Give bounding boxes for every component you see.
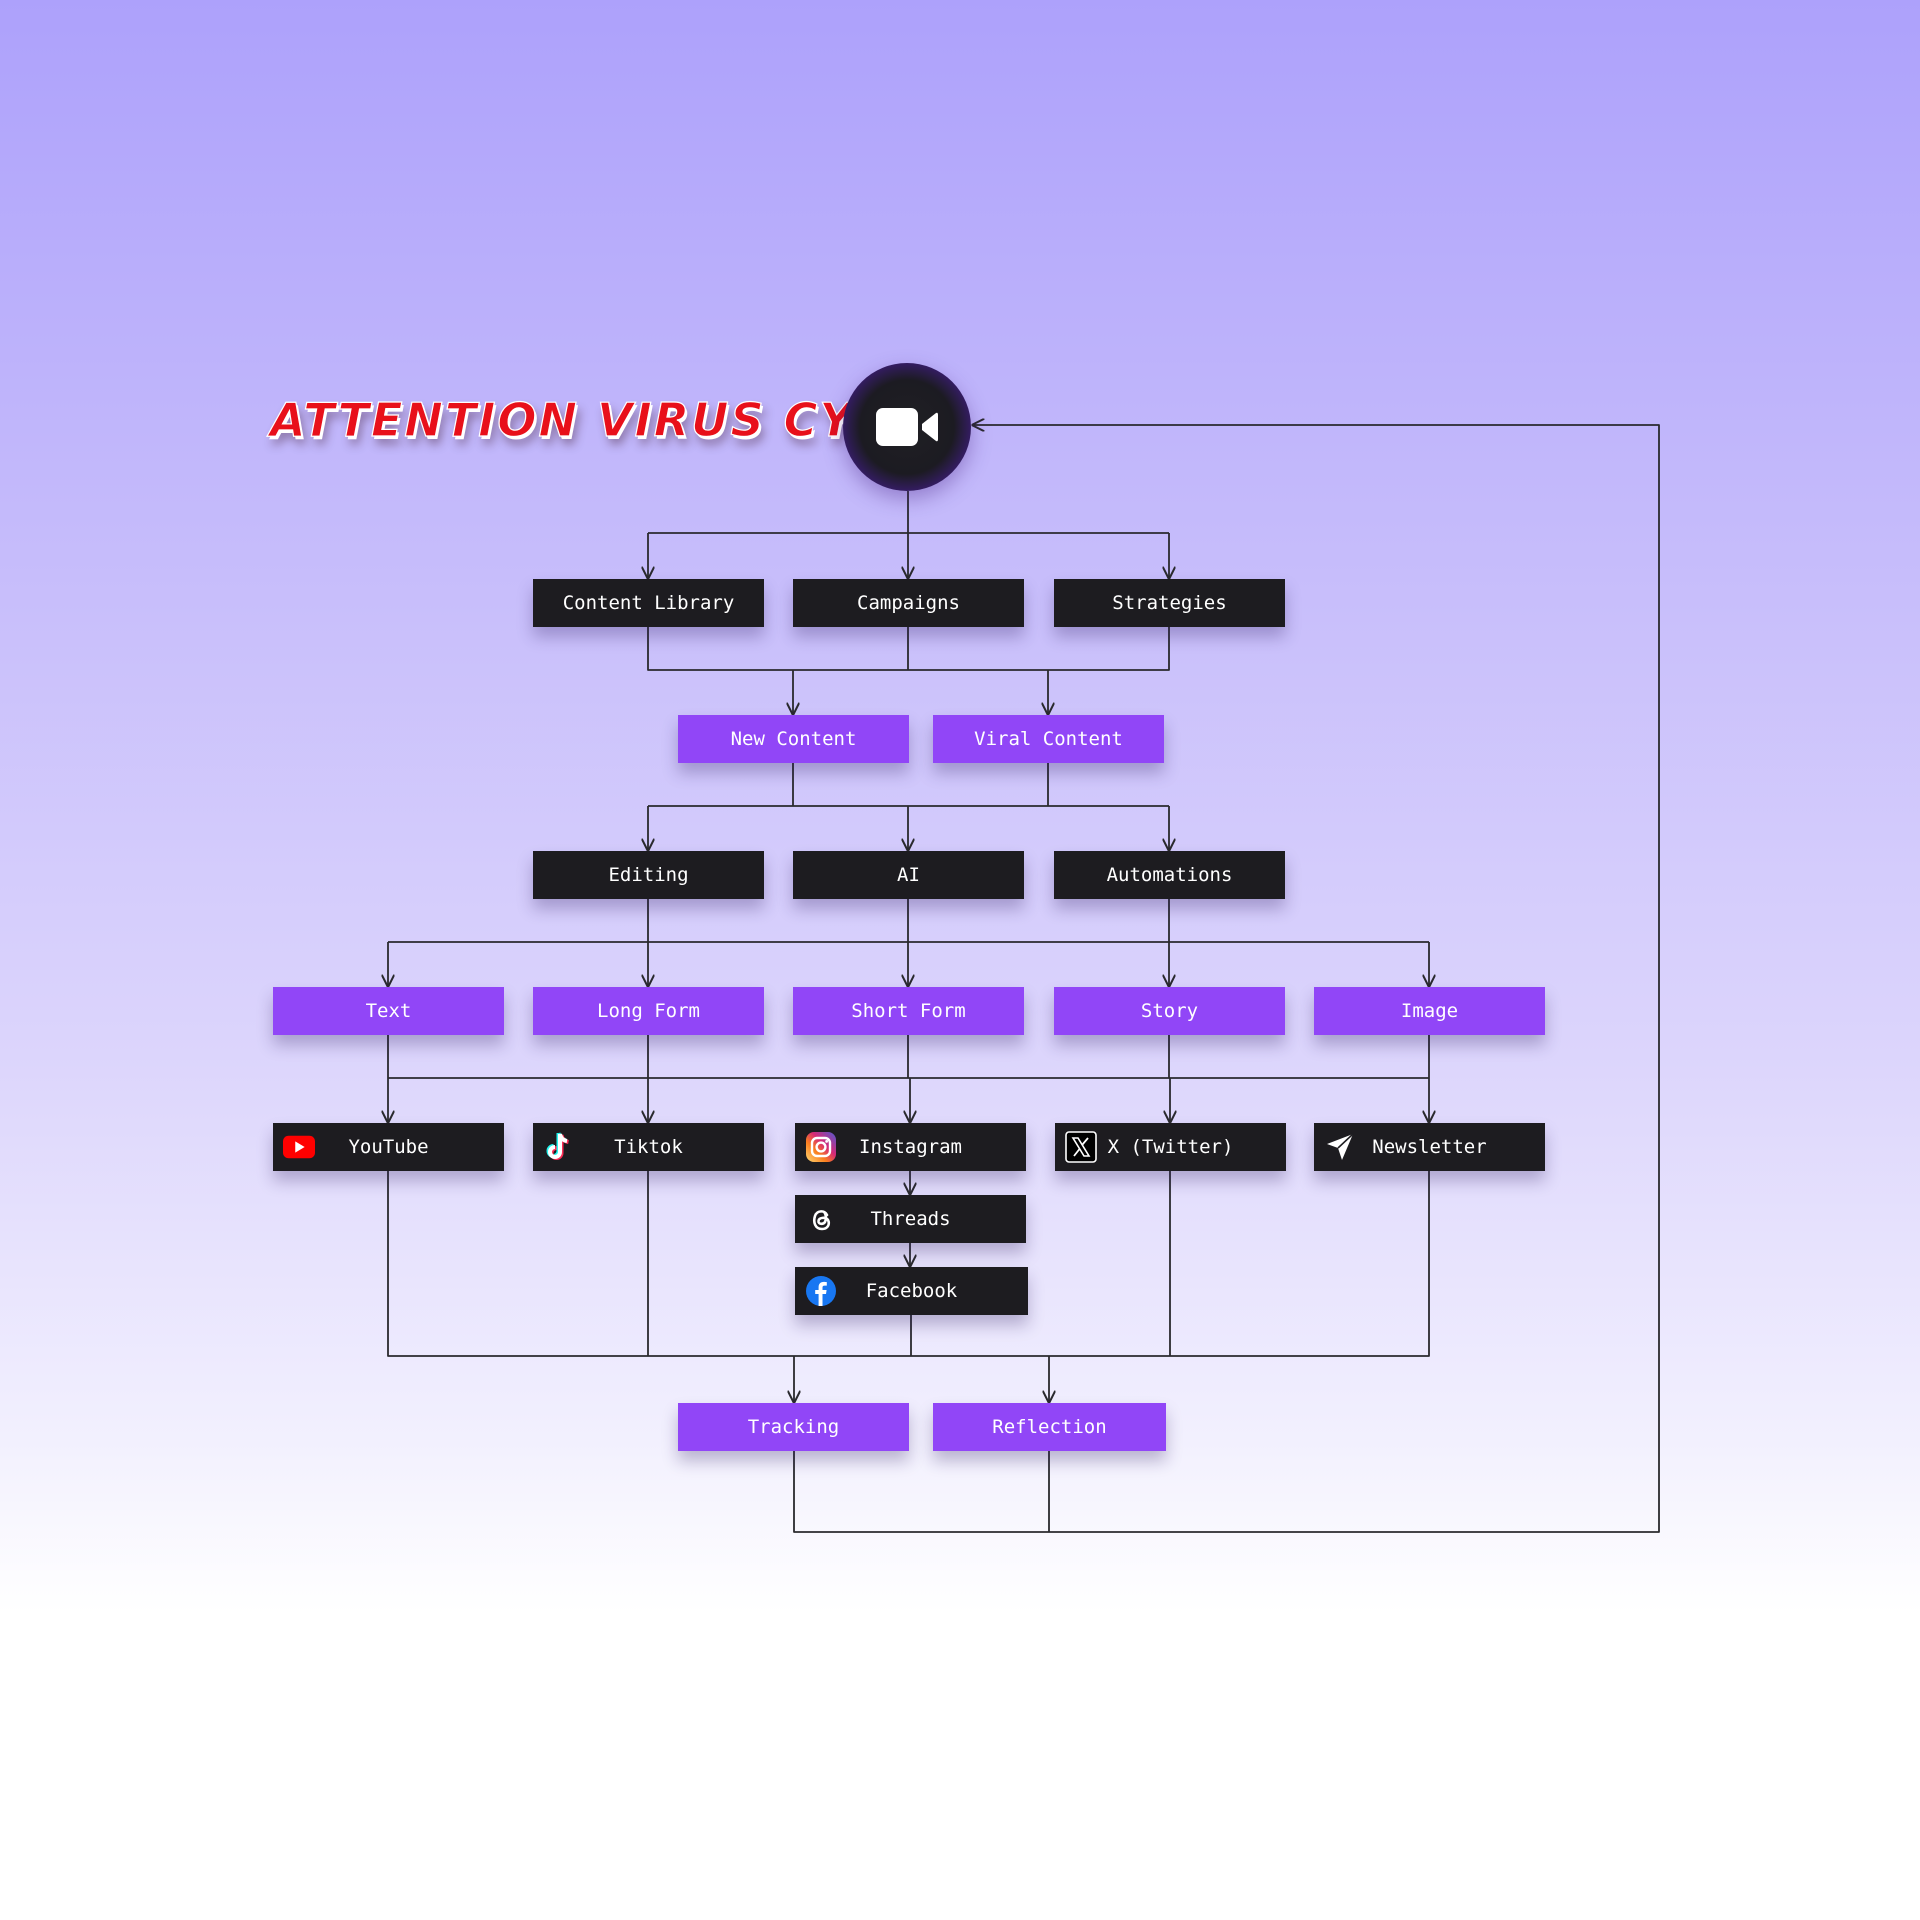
node-label: Strategies <box>1112 592 1227 614</box>
node-tracking[interactable]: Tracking <box>678 1403 909 1451</box>
wire-platforms-merge <box>387 1170 1430 1357</box>
node-label: AI <box>897 864 920 886</box>
node-label: Editing <box>608 864 689 886</box>
node-label: Newsletter <box>1372 1136 1487 1158</box>
node-label: Threads <box>870 1208 951 1230</box>
node-label: X (Twitter) <box>1107 1136 1234 1158</box>
node-label: Text <box>365 1000 412 1022</box>
x-twitter-icon <box>1065 1131 1097 1163</box>
node-story[interactable]: Story <box>1054 987 1285 1035</box>
node-newsletter[interactable]: Newsletter <box>1314 1123 1545 1171</box>
youtube-icon <box>283 1131 315 1163</box>
wire-content-merge <box>648 762 1169 807</box>
node-label: Tiktok <box>614 1136 683 1158</box>
node-ai[interactable]: AI <box>793 851 1024 899</box>
node-instagram[interactable]: Instagram <box>795 1123 1026 1171</box>
node-label: Instagram <box>859 1136 962 1158</box>
node-facebook[interactable]: Facebook <box>795 1267 1028 1315</box>
node-label: New Content <box>730 728 857 750</box>
instagram-icon <box>805 1131 837 1163</box>
node-short-form[interactable]: Short Form <box>793 987 1024 1035</box>
wire-feedback-loop <box>793 425 1660 1533</box>
node-x-twitter[interactable]: X (Twitter) <box>1055 1123 1286 1171</box>
node-image[interactable]: Image <box>1314 987 1545 1035</box>
wire-formats-merge <box>387 1034 1430 1079</box>
wire-sources-merge <box>647 626 1170 671</box>
node-campaigns[interactable]: Campaigns <box>793 579 1024 627</box>
tiktok-icon <box>543 1131 575 1163</box>
node-automations[interactable]: Automations <box>1054 851 1285 899</box>
node-label: Short Form <box>851 1000 966 1022</box>
node-content-library[interactable]: Content Library <box>533 579 764 627</box>
node-strategies[interactable]: Strategies <box>1054 579 1285 627</box>
node-new-content[interactable]: New Content <box>678 715 909 763</box>
node-label: Image <box>1400 1000 1459 1022</box>
facebook-icon <box>805 1275 837 1307</box>
node-label: Long Form <box>597 1000 700 1022</box>
node-label: YouTube <box>348 1136 429 1158</box>
camera-hub[interactable] <box>843 363 971 491</box>
node-label: Viral Content <box>974 728 1123 750</box>
node-label: Story <box>1140 1000 1199 1022</box>
node-text[interactable]: Text <box>273 987 504 1035</box>
node-label: Content Library <box>562 592 735 614</box>
node-label: Campaigns <box>857 592 960 614</box>
node-long-form[interactable]: Long Form <box>533 987 764 1035</box>
node-tiktok[interactable]: Tiktok <box>533 1123 764 1171</box>
diagram-title: ATTENTION VIRUS CYCLE <box>269 392 954 447</box>
wire-production-merge <box>388 898 1429 943</box>
video-camera-icon <box>876 408 938 446</box>
node-label: Reflection <box>992 1416 1107 1438</box>
threads-icon <box>805 1203 837 1235</box>
node-threads[interactable]: Threads <box>795 1195 1026 1243</box>
node-editing[interactable]: Editing <box>533 851 764 899</box>
node-label: Tracking <box>747 1416 840 1438</box>
node-label: Facebook <box>865 1280 958 1302</box>
node-youtube[interactable]: YouTube <box>273 1123 504 1171</box>
send-icon <box>1324 1131 1356 1163</box>
node-reflection[interactable]: Reflection <box>933 1403 1166 1451</box>
node-viral-content[interactable]: Viral Content <box>933 715 1164 763</box>
node-label: Automations <box>1106 864 1233 886</box>
